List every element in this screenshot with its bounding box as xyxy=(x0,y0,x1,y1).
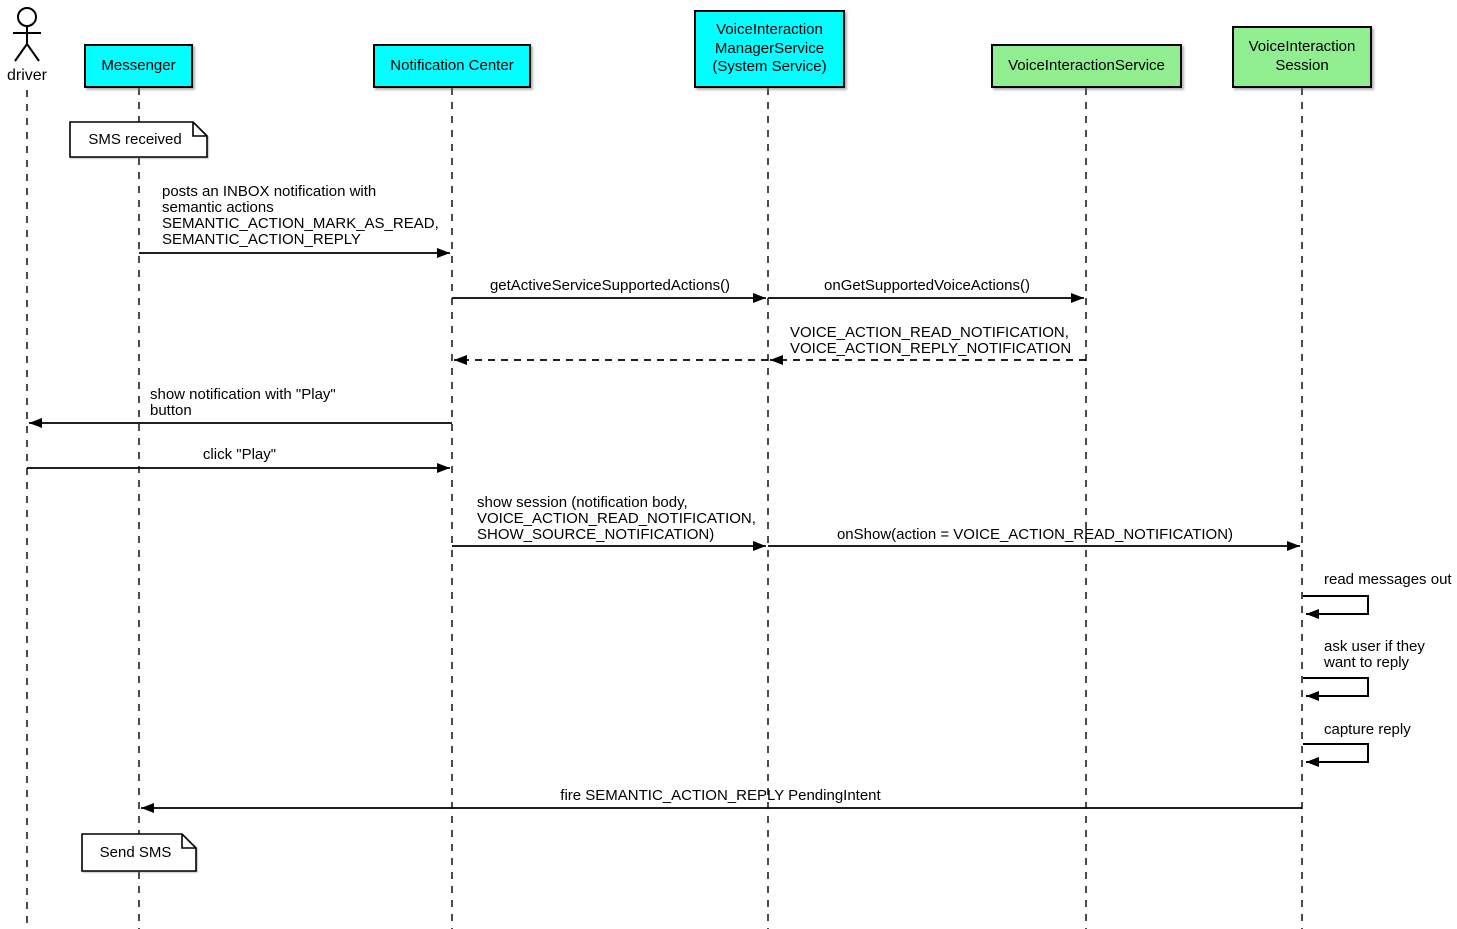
participant-messenger: Messenger xyxy=(84,44,193,88)
note-send-sms-shape xyxy=(81,833,197,872)
participant-notification-center: Notification Center xyxy=(373,44,531,88)
message-on-get-supported-voice-actions: onGetSupportedVoiceActions() xyxy=(824,277,1030,294)
message-posts-inbox-notification: posts an INBOX notification with semanti… xyxy=(162,183,439,248)
message-fire-semantic-action-reply: fire SEMANTIC_ACTION_REPLY PendingIntent xyxy=(560,787,881,804)
self-arrow-ask-user-reply xyxy=(1303,677,1369,701)
message-show-session: show session (notification body, VOICE_A… xyxy=(477,494,756,543)
participant-voiceinteractionservice-label: VoiceInteractionService xyxy=(1008,56,1165,74)
message-read-messages-out: read messages out xyxy=(1324,571,1452,588)
participant-voiceinteraction-managerservice-label: VoiceInteraction ManagerService (System … xyxy=(712,20,827,76)
self-arrow-read-messages-out xyxy=(1303,595,1369,619)
participant-voiceinteractionservice: VoiceInteractionService xyxy=(991,44,1182,88)
participant-voiceinteraction-session-label: VoiceInteraction Session xyxy=(1248,38,1356,74)
note-sms-received: SMS received xyxy=(88,131,182,148)
participant-notification-center-label: Notification Center xyxy=(390,56,514,74)
actor-icon xyxy=(13,7,41,62)
participant-voiceinteraction-session: VoiceInteraction Session xyxy=(1232,26,1372,88)
note-send-sms: Send SMS xyxy=(99,844,172,861)
participant-voiceinteraction-managerservice: VoiceInteraction ManagerService (System … xyxy=(694,10,845,88)
self-arrow-capture-reply xyxy=(1303,743,1369,767)
message-show-notification-play-button: show notification with "Play" button xyxy=(150,386,336,419)
actor-driver-label: driver xyxy=(6,67,47,84)
message-capture-reply: capture reply xyxy=(1324,721,1411,738)
participant-messenger-label: Messenger xyxy=(101,56,176,74)
message-return-voice-actions: VOICE_ACTION_READ_NOTIFICATION, VOICE_AC… xyxy=(790,324,1072,357)
message-ask-user-reply: ask user if they want to reply xyxy=(1324,638,1425,671)
message-on-show: onShow(action = VOICE_ACTION_READ_NOTIFI… xyxy=(836,526,1234,543)
message-get-active-service-supported-actions: getActiveServiceSupportedActions() xyxy=(489,277,731,294)
note-sms-received-shape xyxy=(69,121,208,158)
message-click-play: click "Play" xyxy=(202,446,277,463)
